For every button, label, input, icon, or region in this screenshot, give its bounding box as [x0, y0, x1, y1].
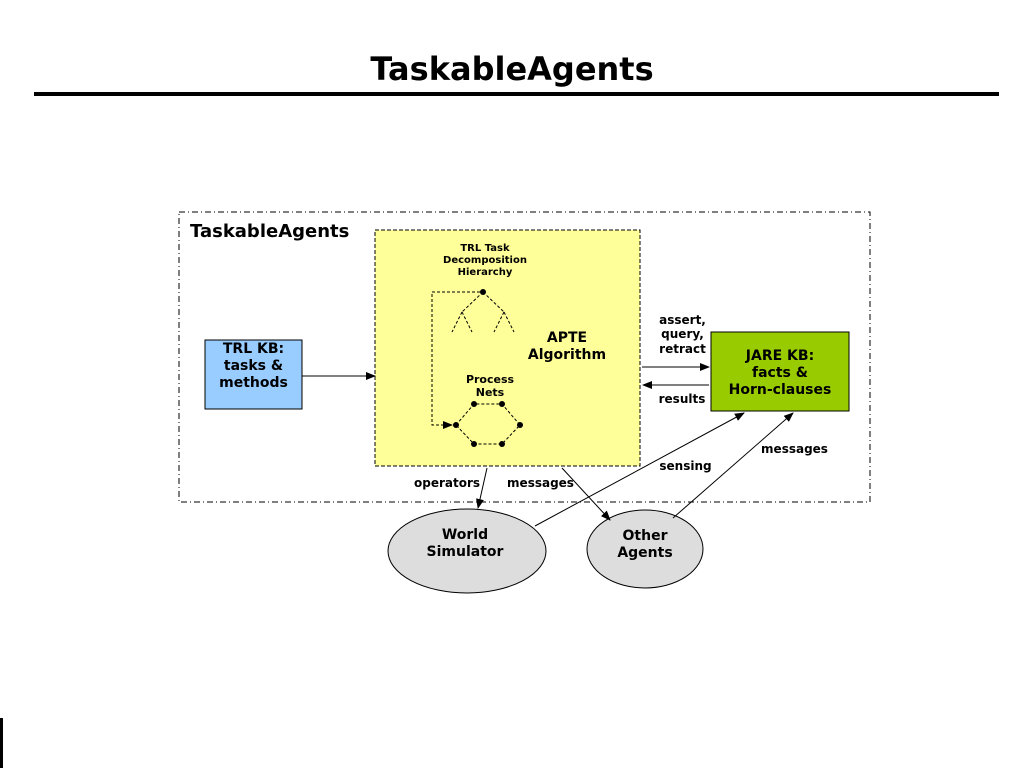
- trl-task-label: TRL Task Decomposition Hierarchy: [430, 243, 540, 279]
- other-agents-label: Other Agents: [600, 528, 690, 562]
- query-text: query,: [661, 327, 704, 342]
- sensing-arrow: [534, 412, 745, 527]
- world-line1: World: [441, 527, 489, 543]
- sensing-label: sensing: [659, 459, 712, 473]
- jare-kb-label: JARE KB: facts & Horn-clauses: [711, 348, 849, 398]
- title-rule: [34, 92, 999, 96]
- operators-arrow: [476, 467, 488, 509]
- tree-to-nets-connector: [431, 291, 480, 429]
- left-edge-bar: [0, 718, 3, 768]
- apte-box: [374, 229, 641, 467]
- trl-kb-line3: methods: [219, 374, 288, 391]
- results-label: results: [658, 392, 706, 406]
- world-line2: Simulator: [426, 543, 504, 560]
- process-net-icon: [453, 401, 523, 447]
- world-simulator-ellipse: [387, 508, 547, 594]
- messages-arrow-left: [561, 467, 611, 521]
- assert-query-retract-label: assert, query, retract: [650, 313, 715, 356]
- trl-kb-line2: tasks &: [223, 357, 284, 374]
- other-line1: Other: [622, 528, 668, 544]
- trl-task-line1: TRL Task: [460, 243, 510, 254]
- assert-text: assert,: [659, 313, 706, 327]
- task-tree-icon: [451, 291, 515, 333]
- jare-kb-line2: facts &: [752, 364, 808, 381]
- apte-label: APTE Algorithm: [512, 330, 622, 364]
- other-agents-ellipse: [586, 509, 704, 589]
- messages-arrow-right: [672, 412, 794, 519]
- operators-label: operators: [413, 476, 481, 490]
- process-nets-line2: Nets: [475, 386, 505, 400]
- messages-label-left: messages: [507, 476, 574, 490]
- trl-task-line2: Decomposition: [443, 255, 527, 266]
- trl-kb-box: [204, 339, 303, 410]
- trl-kb-label: TRL KB: tasks & methods: [205, 341, 302, 391]
- process-nets-label: Process Nets: [455, 373, 525, 399]
- jare-kb-line1: JARE KB:: [745, 348, 815, 364]
- taskable-agents-label: TaskableAgents: [190, 221, 350, 242]
- other-line2: Agents: [617, 544, 673, 561]
- messages-label-right: messages: [761, 442, 828, 456]
- apte-line1: APTE: [546, 330, 588, 346]
- trl-kb-line1: TRL KB:: [222, 341, 285, 357]
- process-nets-line1: Process: [465, 373, 515, 386]
- jare-kb-box: [710, 331, 850, 412]
- world-simulator-label: World Simulator: [405, 527, 525, 561]
- trl-task-line3: Hierarchy: [457, 267, 513, 278]
- taskable-agents-boundary: [178, 211, 871, 503]
- slide-title: TaskableAgents: [370, 50, 654, 88]
- apte-line2: Algorithm: [527, 346, 607, 363]
- retract-text: retract: [659, 341, 706, 356]
- jare-kb-line3: Horn-clauses: [728, 381, 832, 398]
